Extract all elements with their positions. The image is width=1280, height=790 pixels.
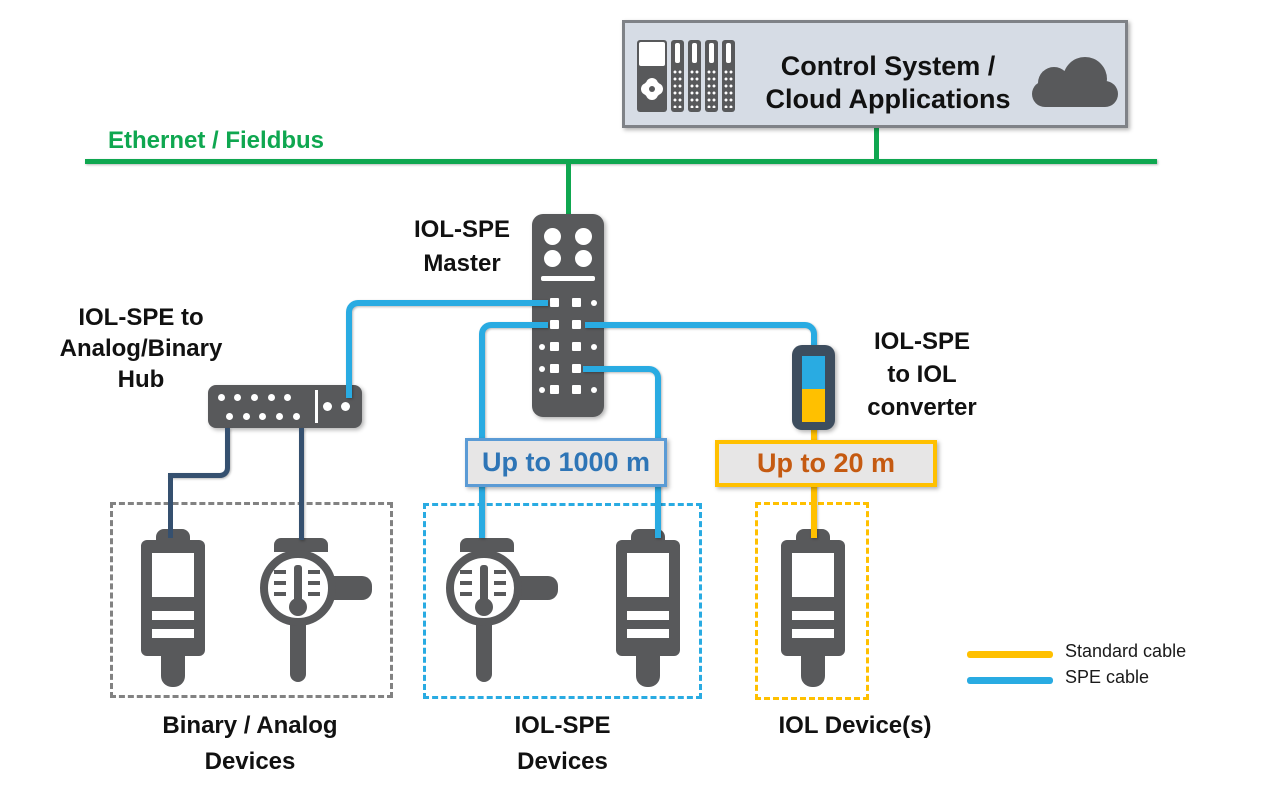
- analog-cable-hub-to-sensor: [168, 473, 173, 538]
- legend-standard-cable-swatch: [967, 651, 1053, 658]
- gear-icon: [643, 80, 661, 98]
- master-port: [544, 250, 561, 267]
- distance-label-spe: Up to 1000 m: [465, 438, 667, 487]
- master-port: [575, 250, 592, 267]
- sensor-device-icon: [616, 529, 680, 687]
- binary-analog-devices-box: [110, 502, 393, 698]
- converter-label: IOL-SPE to IOL converter: [867, 328, 977, 421]
- analog-cable-hub-to-gauge: [299, 428, 304, 540]
- master-port: [544, 228, 561, 245]
- analog-binary-hub-device: [208, 385, 362, 428]
- hub-label: IOL-SPE to Analog/Binary Hub: [59, 304, 223, 393]
- ethernet-fieldbus-label: Ethernet / Fieldbus: [108, 127, 325, 154]
- legend-spe-cable-label: SPE cable: [1065, 667, 1150, 687]
- iol-spe-devices-label: IOL-SPE Devices: [514, 712, 611, 775]
- plc-icon: [637, 40, 741, 112]
- sensor-device-icon: [141, 529, 205, 687]
- temperature-sensor-icon: [446, 538, 580, 693]
- master-label: IOL-SPE Master: [413, 216, 510, 277]
- control-system-title: Control System / Cloud Applications: [747, 50, 1029, 116]
- cloud-icon: [1030, 56, 1122, 108]
- iol-devices-label: IOL Device(s): [778, 712, 932, 739]
- binary-analog-devices-label: Binary / Analog Devices: [162, 712, 338, 775]
- temperature-sensor-icon: [260, 538, 394, 693]
- analog-cable-hub-to-sensor: [168, 428, 230, 478]
- control-system-box: Control System / Cloud Applications: [622, 20, 1128, 128]
- master-port: [575, 228, 592, 245]
- iol-spe-devices-box: [423, 503, 702, 699]
- control-title-line1: Control System /: [780, 51, 996, 81]
- iol-converter-device: [792, 345, 835, 430]
- legend-spe-cable-swatch: [967, 677, 1053, 684]
- spe-cable-master-to-converter: [585, 322, 817, 354]
- spe-cable-master-to-gauge: [479, 322, 548, 538]
- bus-drop-control: [874, 126, 879, 162]
- sensor-device-icon: [781, 529, 845, 687]
- bus-drop-master: [566, 161, 571, 217]
- legend-standard-cable-label: Standard cable: [1065, 641, 1187, 661]
- distance-label-standard: Up to 20 m: [715, 440, 937, 487]
- control-title-line2: Cloud Applications: [765, 84, 1011, 114]
- spe-cable-master-to-hub: [346, 300, 548, 398]
- ethernet-bus-line: [85, 159, 1157, 164]
